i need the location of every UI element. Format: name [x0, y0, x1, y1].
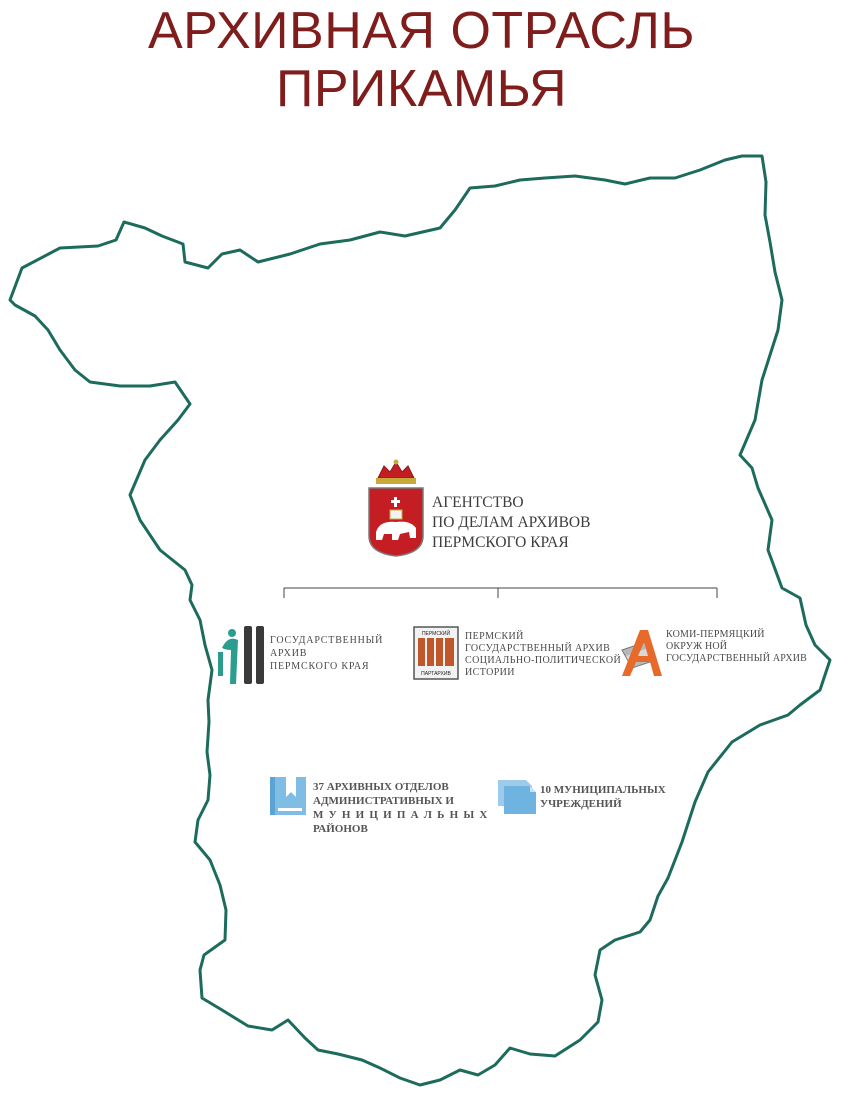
- municipal-institutions-label: 10 МУНИЦИПАЛЬНЫХ УЧРЕЖДЕНИЙ: [540, 783, 666, 811]
- partarchive-logo-top-text: ПЕРМСКИЙ: [422, 629, 450, 637]
- partarchive-logo-bottom-text: ПАРТАРХИВ: [421, 671, 451, 677]
- komi-archive-line-1: КОМИ-ПЕРМЯЦКИЙ: [666, 629, 765, 640]
- partarchive-line-4: ИСТОРИИ: [465, 667, 515, 678]
- archive-book-icon: [270, 777, 306, 815]
- agency-label: АГЕНТСТВО ПО ДЕЛАМ АРХИВОВ ПЕРМСКОГО КРА…: [432, 493, 590, 553]
- region-border: [8, 154, 832, 1087]
- komi-archive-line-2: ОКРУЖ НОЙ: [666, 641, 728, 652]
- municipal-institutions-line-1: 10 МУНИЦИПАЛЬНЫХ: [540, 784, 666, 796]
- perm-coat-of-arms-icon: [368, 459, 424, 557]
- page-title-line-1: АРХИВНАЯ ОТРАСЛЬ: [147, 2, 696, 60]
- state-archive-line-3: ПЕРМСКОГО КРАЯ: [270, 661, 370, 672]
- archive-departments-line-2: АДМИНИСТРАТИВНЫХ И: [313, 795, 454, 807]
- municipal-institutions-line-2: УЧРЕЖДЕНИЙ: [540, 798, 622, 810]
- documents-icon: [498, 780, 536, 814]
- partarchive-label: ПЕРМСКИЙ ГОСУДАРСТВЕННЫЙ АРХИВ СОЦИАЛЬНО…: [465, 631, 621, 679]
- agency-label-line-1: АГЕНТСТВО: [432, 494, 524, 511]
- komi-archive-line-3: ГОСУДАРСТВЕННЫЙ АРХИВ: [666, 653, 808, 664]
- partarchive-logo-icon: ПЕРМСКИЙ ПАРТАРХИВ: [413, 626, 459, 680]
- partarchive-line-3: СОЦИАЛЬНО-ПОЛИТИЧЕСКОЙ: [465, 655, 622, 666]
- agency-label-line-3: ПЕРМСКОГО КРАЯ: [432, 534, 569, 551]
- komi-archive-label: КОМИ-ПЕРМЯЦКИЙ ОКРУЖ НОЙ ГОСУДАРСТВЕННЫЙ…: [666, 629, 807, 665]
- komi-archive-logo-icon: [621, 630, 662, 676]
- org-connector-lines: [283, 587, 718, 598]
- archive-departments-line-4: РАЙОНОВ: [313, 823, 368, 835]
- partarchive-line-2: ГОСУДАРСТВЕННЫЙ АРХИВ: [465, 643, 611, 654]
- archive-departments-line-3: МУНИЦИПАЛЬНЫХ: [313, 809, 493, 821]
- state-archive-logo-icon: [218, 626, 264, 684]
- partarchive-line-1: ПЕРМСКИЙ: [465, 631, 524, 642]
- archive-departments-line-1: 37 АРХИВНЫХ ОТДЕЛОВ: [313, 781, 449, 793]
- archive-departments-label: 37 АРХИВНЫХ ОТДЕЛОВ АДМИНИСТРАТИВНЫХ И М…: [313, 780, 493, 836]
- state-archive-label: ГОСУДАРСТВЕННЫЙ АРХИВ ПЕРМСКОГО КРАЯ: [270, 634, 383, 673]
- state-archive-line-2: АРХИВ: [270, 648, 308, 659]
- state-archive-line-1: ГОСУДАРСТВЕННЫЙ: [270, 635, 384, 646]
- page-title-line-2: ПРИКАМЬЯ: [275, 60, 568, 118]
- agency-label-line-2: ПО ДЕЛАМ АРХИВОВ: [432, 514, 591, 531]
